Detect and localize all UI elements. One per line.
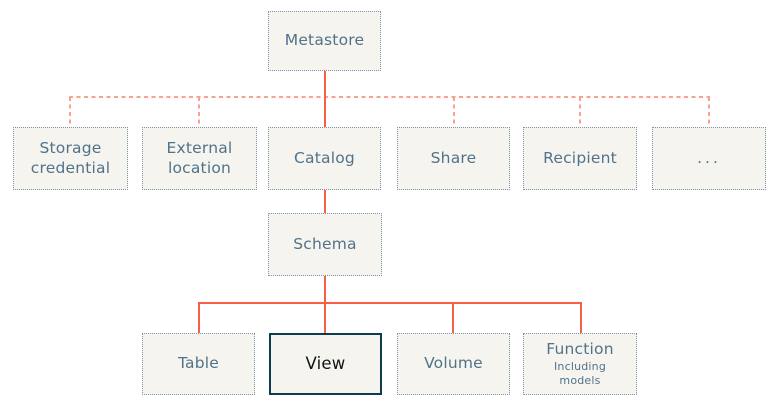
connector-drop-table xyxy=(198,302,200,333)
connector-schema-stem xyxy=(324,276,326,304)
node-metastore: Metastore xyxy=(268,11,381,71)
connector-drop-more xyxy=(708,97,710,127)
node-function: Function Including models xyxy=(523,333,637,395)
node-function-label: Function xyxy=(546,340,614,359)
node-table-label: Table xyxy=(177,354,220,373)
node-view: View xyxy=(269,333,382,395)
node-share: Share xyxy=(397,127,510,190)
connector-drop-view xyxy=(324,302,326,333)
node-storage-credential-label: Storage credential xyxy=(30,139,111,177)
node-schema-label: Schema xyxy=(293,234,357,253)
connector-metastore-catalog xyxy=(324,70,326,127)
node-volume-label: Volume xyxy=(424,354,483,373)
connector-drop-recipient xyxy=(579,97,581,127)
node-recipient-label: Recipient xyxy=(543,148,617,167)
node-table: Table xyxy=(142,333,255,395)
node-volume: Volume xyxy=(397,333,510,395)
connector-drop-external-location xyxy=(198,97,200,127)
node-view-label: View xyxy=(305,353,346,373)
connector-drop-storage-credential xyxy=(69,97,71,127)
node-function-sublabel: Including models xyxy=(553,360,607,387)
node-share-label: Share xyxy=(430,148,477,167)
node-external-location-label: External location xyxy=(166,139,233,177)
connector-drop-volume xyxy=(452,302,454,333)
node-more-label: ... xyxy=(697,148,721,167)
node-storage-credential: Storage credential xyxy=(13,127,128,190)
node-more: ... xyxy=(652,127,766,190)
node-recipient: Recipient xyxy=(523,127,637,190)
node-catalog: Catalog xyxy=(268,127,381,190)
connector-catalog-schema xyxy=(324,190,326,214)
node-schema: Schema xyxy=(268,213,382,276)
connector-drop-function xyxy=(580,302,582,333)
connector-drop-share xyxy=(453,97,455,127)
node-catalog-label: Catalog xyxy=(294,148,355,167)
connector-schema-children-rail xyxy=(198,302,582,304)
node-external-location: External location xyxy=(142,127,257,190)
node-metastore-label: Metastore xyxy=(284,31,365,50)
connector-metastore-children-dashed-rail xyxy=(69,96,710,98)
